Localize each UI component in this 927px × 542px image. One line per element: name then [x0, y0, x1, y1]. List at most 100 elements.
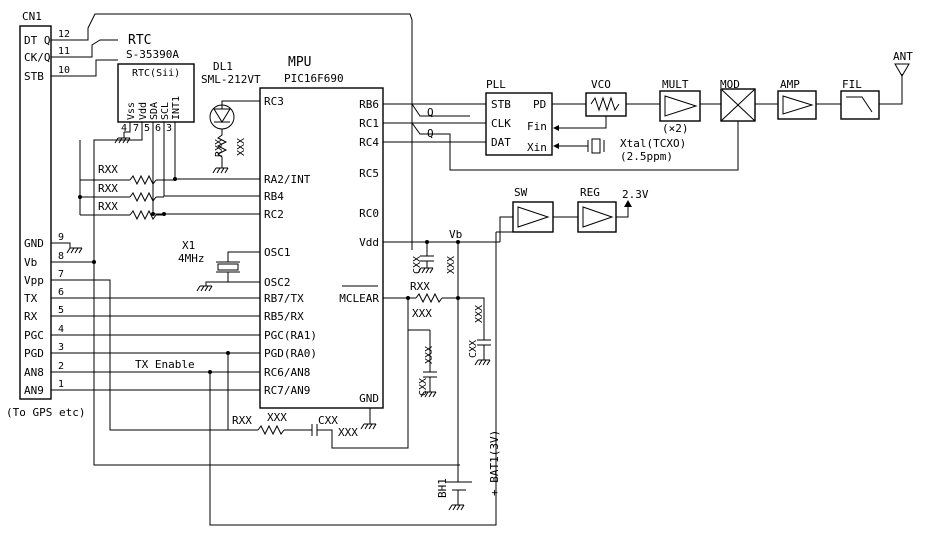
- mpu-left-pin-label: RB4: [264, 190, 284, 203]
- rtc-inner: RTC(Sii): [132, 68, 180, 79]
- connector-pin-number: 2: [58, 361, 64, 372]
- mpu-left-pin-label: PGC(RA1): [264, 329, 317, 342]
- connector-pin-label: TX: [24, 292, 38, 305]
- mpu-left-pin-label: RB7/TX: [264, 292, 304, 305]
- mpu-right-pin-label: Vdd: [359, 236, 379, 249]
- vb-label: Vb: [449, 228, 462, 241]
- pll-block: PLL STB CLK DAT PD Fin Xin: [485, 78, 553, 156]
- ground-icon: [212, 167, 229, 174]
- mpu-right-pin-label: RC1: [359, 117, 379, 130]
- wire-rtc-vdd: [93, 122, 143, 260]
- rtc-pin-number: 3: [166, 123, 172, 134]
- fil-body: [840, 90, 880, 120]
- mult-body: [659, 90, 701, 122]
- connector-pin-number: 6: [58, 287, 64, 298]
- rtc-pin-label: INT1: [171, 96, 182, 120]
- connector-pin-label: AN9: [24, 384, 44, 397]
- cap3-value: XXX: [474, 305, 485, 323]
- mpu-block: MPU PIC16F690 RC3RA2/INTRB4RC2OSC1OSC2RB…: [259, 55, 384, 430]
- rtc-pin-number: 5: [144, 123, 150, 134]
- mpu-right-pin-label: RB6: [359, 98, 379, 111]
- pullup-resistors: RXX RXX RXX: [78, 140, 177, 220]
- connector-note: (To GPS etc): [6, 406, 85, 419]
- mpu-left-pin-label: RA2/INT: [264, 173, 311, 186]
- reg-block: [577, 201, 617, 233]
- arrow-left-icon: [553, 143, 559, 149]
- ground-icon: [196, 285, 213, 292]
- mpu-left-pin-label: RC2: [264, 208, 284, 221]
- amplifier-icon: [782, 95, 814, 115]
- mpu-left-pin-label: OSC1: [264, 246, 291, 259]
- connector-pin-number: 1: [58, 379, 64, 390]
- connector-pin-number: 12: [58, 29, 70, 40]
- wire-xtal-gnd: [205, 281, 228, 286]
- pll-pin-stb: STB: [491, 98, 511, 111]
- mod-block: MOD: [720, 78, 756, 122]
- vpp-res-value: XXX: [267, 411, 287, 424]
- vco-body: [585, 92, 627, 117]
- rtc-pin-number: 6: [155, 123, 161, 134]
- pll-pin-clk: CLK: [491, 117, 511, 130]
- wire-rtc-sda: [152, 122, 260, 215]
- connector-pin-number: 4: [58, 324, 64, 335]
- mpu-pll-wiring: Q Q: [383, 103, 739, 171]
- connector-cn1: CN1 (To GPS etc): [6, 10, 85, 419]
- lowpass-filter-icon: [846, 96, 873, 113]
- fil-label: FIL: [842, 78, 862, 91]
- mixer-icon-2: [720, 88, 756, 122]
- amp-body: [777, 90, 817, 120]
- led-res-value: XXX: [236, 138, 247, 156]
- rtc-pin-number: 7: [133, 123, 139, 134]
- reg-label: REG: [580, 186, 600, 199]
- connector-pin-label: CK/Q: [24, 51, 51, 64]
- mpu-right-pin-label: GND: [359, 392, 379, 405]
- led-resistor-icon: [216, 129, 228, 164]
- connector-pin-label: RX: [24, 310, 38, 323]
- rtc-body: [117, 63, 195, 123]
- resistor-icon: [415, 293, 443, 303]
- vpp-cap-value: XXX: [338, 426, 358, 439]
- power-chain: SW REG 2.3V: [496, 186, 649, 242]
- antenna: ANT: [893, 50, 913, 77]
- wire-led-rc3: [221, 100, 260, 109]
- wire-q2-mod: [411, 121, 739, 171]
- tcxo-freq: (2.5ppm): [620, 150, 673, 163]
- pullup-label-2: RXX: [98, 182, 118, 195]
- mpu-title: MPU: [288, 55, 311, 70]
- resistor-icon: [257, 425, 285, 435]
- connector-pin-label: DT Q: [24, 34, 51, 47]
- pll-title: PLL: [486, 78, 506, 91]
- pullup-label-3: RXX: [98, 200, 118, 213]
- buffer-icon: [517, 206, 550, 228]
- mpu-left-pin-label: RC7/AN9: [264, 384, 310, 397]
- ground-icon: [360, 423, 377, 430]
- battery-ref: BH1: [436, 478, 449, 498]
- rtc-pin-number: 4: [121, 123, 127, 134]
- mclear-res-label: RXX: [410, 280, 430, 293]
- connector-pin-number: 11: [58, 46, 70, 57]
- connector-pin-number: 9: [58, 232, 64, 243]
- resistor-icon: [129, 175, 157, 185]
- mpu-left-pins: RC3RA2/INTRB4RC2OSC1OSC2RB7/TXRB5/RXPGC(…: [264, 95, 317, 397]
- led-ref: DL1: [213, 60, 233, 73]
- mod-label: MOD: [720, 78, 740, 91]
- mpu-right-pin-label: RC0: [359, 207, 379, 220]
- resistor-icon: [129, 192, 157, 202]
- buffer-icon: [582, 206, 614, 228]
- led-icon: [213, 108, 231, 123]
- mpu-right-pin-label: RC5: [359, 167, 379, 180]
- led-res-label: RXX: [214, 139, 225, 157]
- fil-block: FIL: [840, 78, 880, 120]
- mpu-left-pin-label: RB5/RX: [264, 310, 304, 323]
- mpu-right-pin-label: MCLEAR: [339, 292, 379, 305]
- tcxo: Xtal(TCXO) (2.5ppm): [587, 137, 686, 163]
- pll-pin-fin: Fin: [527, 120, 547, 133]
- connector-pin-number: 8: [58, 251, 64, 262]
- rtc-pin-label: Vdd: [138, 102, 149, 120]
- wire-dtq: [51, 13, 413, 250]
- battery-label: + BAT1(3V): [488, 430, 501, 496]
- mpu-body: [259, 87, 384, 409]
